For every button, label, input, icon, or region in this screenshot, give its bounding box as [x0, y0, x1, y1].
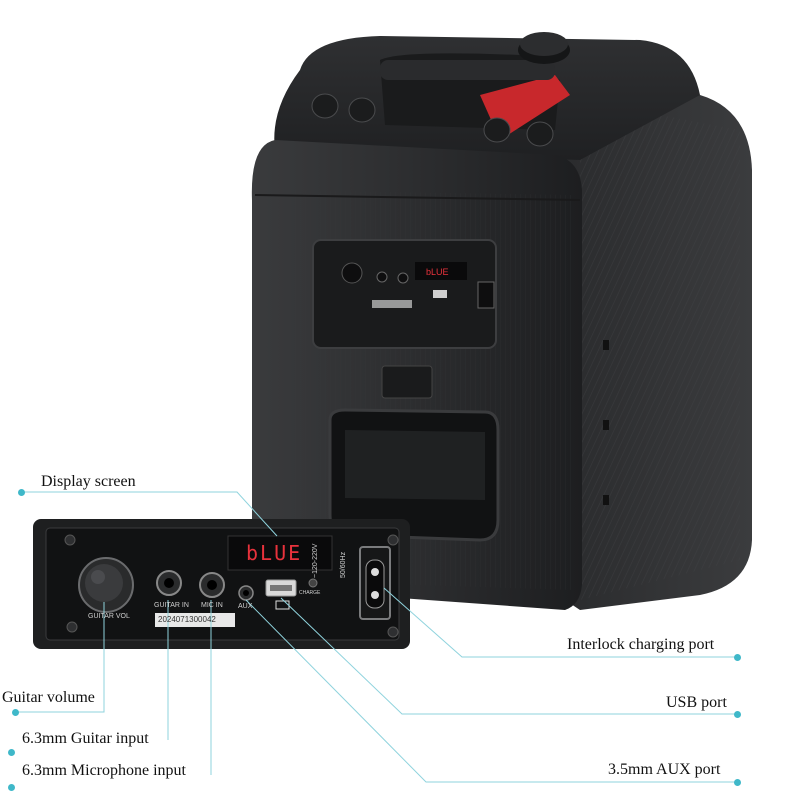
- frequency-label: 50/60Hz: [340, 551, 347, 578]
- callout-interlock: Interlock charging port: [567, 636, 715, 653]
- callout-mic-input: 6.3mm Microphone input: [22, 762, 186, 779]
- callout-dot: [12, 709, 19, 716]
- voltage-label: ~120-220V: [312, 543, 319, 578]
- display-screen: bLUE: [246, 541, 303, 565]
- jack-icon: [156, 570, 254, 601]
- callout-dot: [18, 489, 25, 496]
- callout-dot: [734, 654, 741, 661]
- guitar-in-label: GUITAR IN: [154, 602, 189, 609]
- aux-label: AUX: [238, 603, 253, 610]
- charge-label: CHARGE: [299, 590, 321, 596]
- mic-in-label: MIC IN: [201, 602, 223, 609]
- knob-icon: [78, 557, 134, 613]
- guitar-vol-label: GUITAR VOL: [88, 613, 130, 620]
- callout-aux: 3.5mm AUX port: [608, 761, 721, 778]
- usb-icon: [265, 579, 297, 610]
- callout-guitar-input: 6.3mm Guitar input: [22, 730, 149, 747]
- callout-display-screen: Display screen: [41, 473, 136, 490]
- callout-guitar-volume: Guitar volume: [2, 689, 95, 706]
- callout-usb: USB port: [666, 694, 727, 711]
- callout-dot: [734, 779, 741, 786]
- callout-dot: [8, 784, 15, 791]
- callout-dot: [734, 711, 741, 718]
- callout-dot: [8, 749, 15, 756]
- serial-number: 2024071300042: [158, 615, 216, 624]
- power-socket-icon: [359, 546, 391, 620]
- mini-display: bLUE: [426, 267, 449, 277]
